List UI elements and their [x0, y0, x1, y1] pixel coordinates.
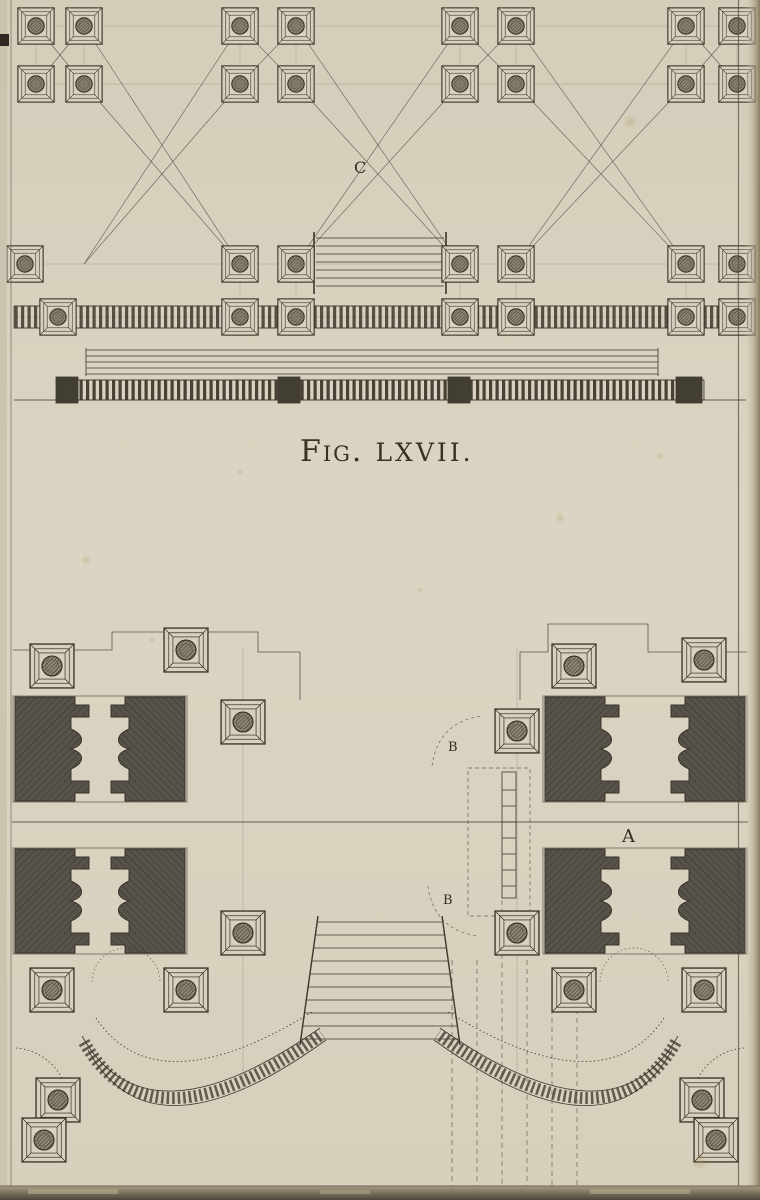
left-page-edge	[0, 0, 7, 1200]
figure-caption: Fig. LXVII.	[300, 434, 474, 469]
exedra-left	[78, 1011, 327, 1106]
lower-staircase	[299, 915, 461, 1046]
grand-steps	[85, 348, 659, 376]
room-outlines	[12, 695, 748, 955]
parapet-outlines	[13, 623, 747, 700]
figure-caption-number: LXVII.	[375, 438, 474, 467]
lower-plan	[12, 623, 748, 1186]
paper-stains	[81, 115, 708, 1170]
bottom-page-edge	[0, 1185, 760, 1200]
construction-lines	[91, 715, 669, 1186]
plan-label-b-upper: B	[448, 740, 458, 755]
plate-border	[10, 0, 740, 1186]
exedra-right	[433, 1011, 682, 1106]
platform-edge	[14, 376, 746, 404]
plan-label-b-lower: B	[443, 893, 453, 908]
side-stair-strip	[501, 771, 517, 899]
figure-caption-prefix: Fig.	[300, 434, 364, 469]
colonnade-wall	[13, 305, 747, 329]
plan-label-a: A	[622, 826, 635, 847]
upper-plan	[6, 7, 756, 404]
right-page-edge	[744, 0, 760, 1200]
binding-mark	[0, 34, 9, 46]
plan-label-c: C	[354, 158, 367, 177]
